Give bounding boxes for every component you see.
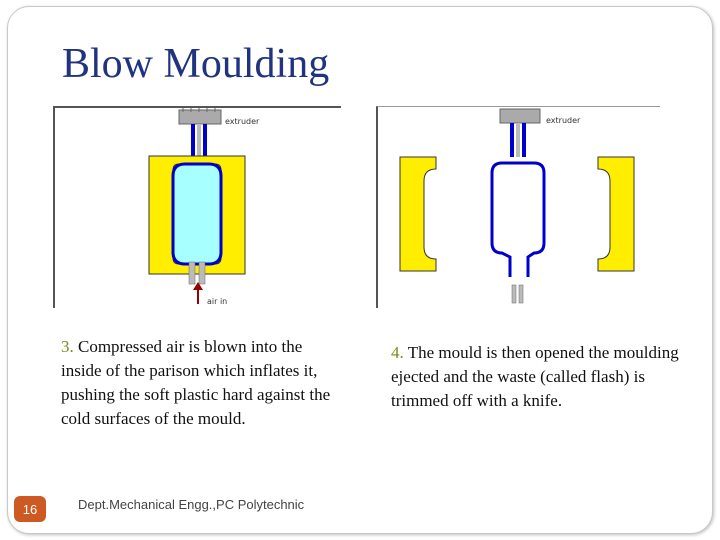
- inflated-parison: [171, 162, 223, 266]
- caption-step-3: 3. Compressed air is blown into the insi…: [61, 335, 346, 431]
- slide-title: Blow Moulding: [62, 41, 330, 87]
- air-in-label: air in: [207, 297, 227, 306]
- left-mould-half: [399, 156, 437, 272]
- flash-piece: [518, 284, 524, 304]
- blow-moulding-inflation-diagram: extruder air in: [148, 108, 260, 306]
- extruder-label: extruder: [225, 117, 260, 126]
- flash-piece: [511, 284, 517, 304]
- diagram-step-4: extruder: [376, 106, 660, 308]
- page-number-badge: 16: [14, 496, 46, 522]
- extruder-label: extruder: [546, 116, 581, 125]
- extruder-head: [178, 109, 222, 125]
- caption-step-4: 4. The mould is then opened the moulding…: [391, 341, 691, 413]
- extruder-head: [499, 108, 541, 124]
- caption-number: 3.: [61, 337, 74, 356]
- diagram-step-3: extruder air in: [53, 106, 341, 308]
- ejected-moulding: [490, 161, 546, 277]
- blow-moulding-ejection-diagram: extruder: [399, 108, 635, 304]
- caption-text: The mould is then opened the moulding ej…: [391, 343, 679, 410]
- right-mould-half: [597, 156, 635, 272]
- caption-number: 4.: [391, 343, 404, 362]
- caption-text: Compressed air is blown into the inside …: [61, 337, 331, 428]
- slide-footer: Dept.Mechanical Engg.,PC Polytechnic: [78, 497, 305, 512]
